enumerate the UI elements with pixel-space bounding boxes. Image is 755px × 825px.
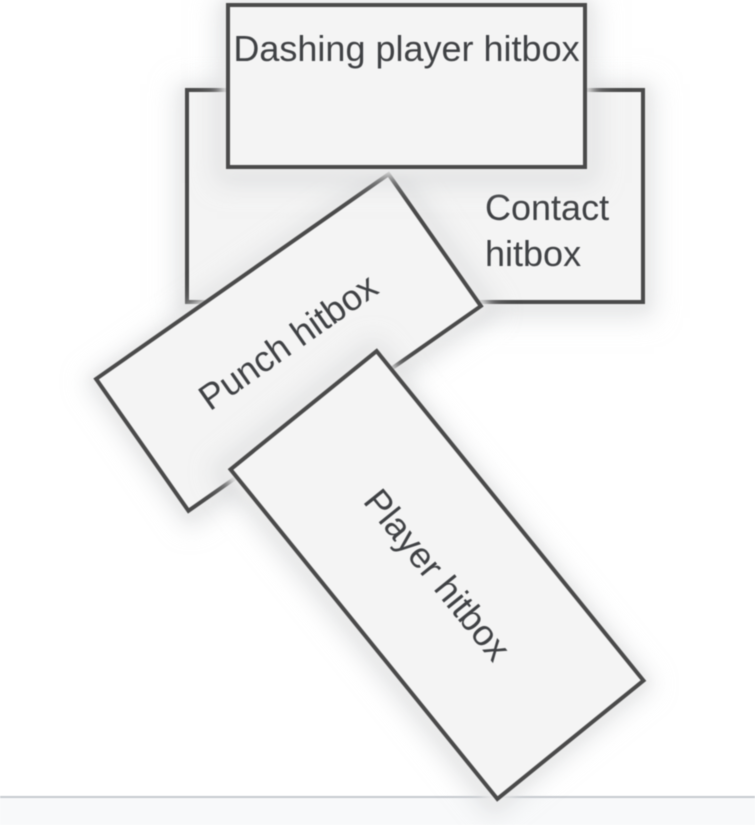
contact-hitbox-label: Contact hitbox (485, 187, 610, 275)
dashing-player-hitbox-box: Dashing player hitbox (226, 3, 587, 169)
page-footer-area (0, 798, 755, 825)
page-separator-line (0, 796, 755, 798)
dashing-player-hitbox-label: Dashing player hitbox (233, 28, 580, 69)
player-hitbox-label: Player hitbox (356, 480, 519, 669)
